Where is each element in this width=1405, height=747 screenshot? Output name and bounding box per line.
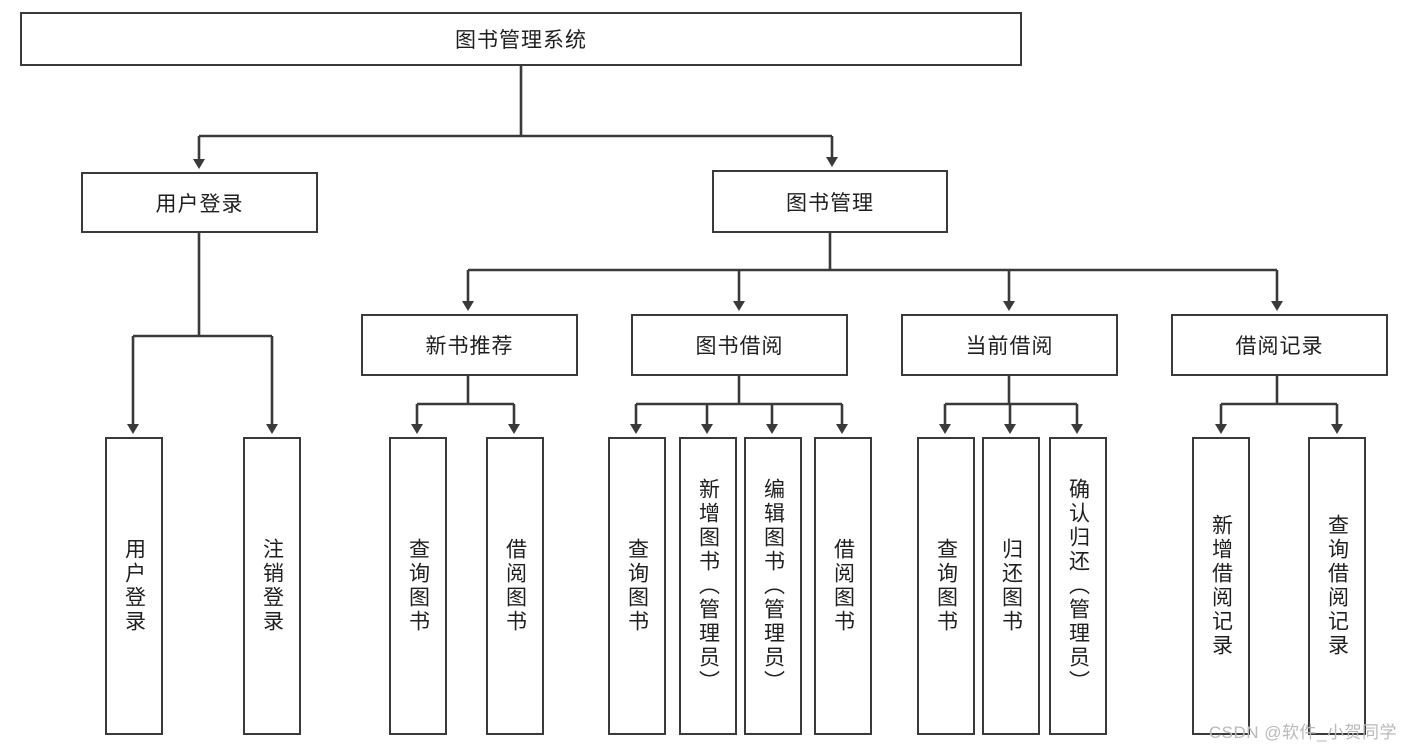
- node-label: 用户登录: [155, 192, 244, 216]
- node-label: 查询图书: [625, 538, 649, 634]
- node-label: 确认归还（管理员）: [1066, 478, 1090, 694]
- node-leaf-confirm-return[interactable]: 确认归还（管理员）: [1049, 437, 1107, 735]
- node-label: 查询借阅记录: [1325, 514, 1349, 658]
- node-leaf-add-book[interactable]: 新增图书（管理员）: [679, 437, 737, 735]
- node-label: 用户登录: [122, 538, 146, 634]
- node-leaf-borrow-book-2[interactable]: 借阅图书: [814, 437, 872, 735]
- node-label: 编辑图书（管理员）: [761, 478, 785, 694]
- node-leaf-query-book-1[interactable]: 查询图书: [389, 437, 447, 735]
- node-label: 新增图书（管理员）: [696, 478, 720, 694]
- node-current-borrow[interactable]: 当前借阅: [901, 314, 1118, 376]
- node-label: 注销登录: [260, 538, 284, 634]
- node-label: 当前借阅: [965, 335, 1054, 358]
- node-new-book-recommend[interactable]: 新书推荐: [361, 314, 578, 376]
- node-leaf-query-record[interactable]: 查询借阅记录: [1308, 437, 1366, 735]
- node-label: 查询图书: [406, 538, 430, 634]
- node-label: 图书管理: [786, 191, 874, 215]
- node-label: 查询图书: [934, 538, 958, 634]
- node-leaf-add-record[interactable]: 新增借阅记录: [1192, 437, 1250, 735]
- node-leaf-borrow-book-1[interactable]: 借阅图书: [486, 437, 544, 735]
- node-book-management-system[interactable]: 图书管理系统: [20, 12, 1022, 66]
- node-leaf-logout-login[interactable]: 注销登录: [243, 437, 301, 735]
- node-leaf-query-book-3[interactable]: 查询图书: [917, 437, 975, 735]
- node-label: 借阅图书: [831, 538, 855, 634]
- node-label: 归还图书: [999, 538, 1023, 634]
- node-leaf-user-login[interactable]: 用户登录: [105, 437, 163, 735]
- node-label: 借阅记录: [1235, 335, 1324, 358]
- node-leaf-query-book-2[interactable]: 查询图书: [608, 437, 666, 735]
- node-book-management[interactable]: 图书管理: [712, 170, 948, 233]
- node-label: 图书管理系统: [455, 29, 587, 52]
- node-label: 借阅图书: [503, 538, 527, 634]
- node-label: 新书推荐: [425, 335, 514, 358]
- node-label: 图书借阅: [695, 335, 784, 358]
- node-label: 新增借阅记录: [1209, 514, 1233, 658]
- node-leaf-return-book[interactable]: 归还图书: [982, 437, 1040, 735]
- node-borrow-record[interactable]: 借阅记录: [1171, 314, 1388, 376]
- csdn-watermark: CSDN @软件_小贺同学: [1208, 723, 1397, 742]
- node-user-login[interactable]: 用户登录: [81, 172, 318, 233]
- node-book-borrow[interactable]: 图书借阅: [631, 314, 848, 376]
- node-leaf-edit-book[interactable]: 编辑图书（管理员）: [744, 437, 802, 735]
